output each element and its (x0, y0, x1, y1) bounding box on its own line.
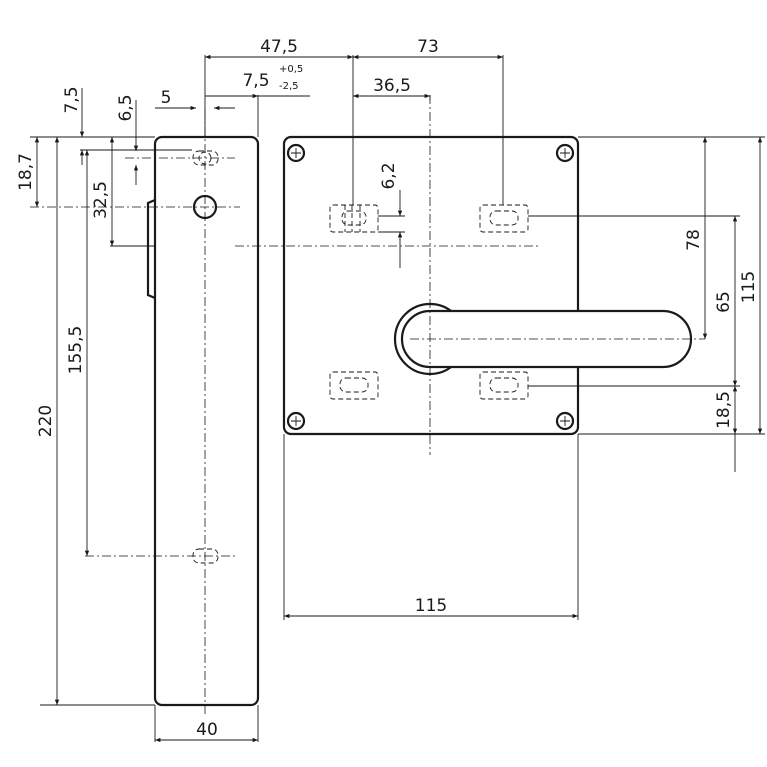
dim-label-78: 78 (684, 229, 704, 251)
dimension-lines (34, 54, 763, 743)
side-cam (146, 198, 156, 300)
dim-label-36-5: 36,5 (373, 76, 411, 96)
dim-label-115-bottom: 115 (415, 596, 447, 616)
spindle-hole (192, 194, 218, 220)
dim-label-155-5: 155,5 (66, 326, 86, 375)
top-screw-hole (198, 151, 212, 165)
dim-label-47-5: 47,5 (260, 37, 298, 57)
screw-bottom-left (286, 411, 306, 431)
narrow-plate-outline (153, 135, 260, 707)
dim-label-7-5-offset: 7,5 (242, 71, 269, 91)
dimension-labels: 47,5 73 36,5 7,5 +0,5 -2,5 5 7,5 6,5 18,… (16, 37, 759, 740)
dim-label-65: 65 (714, 291, 734, 313)
dim-label-7-5-top: 7,5 (62, 86, 82, 113)
screw-bottom-right (555, 411, 575, 431)
screw-top-right (555, 143, 575, 163)
dim-label-6-2: 6,2 (379, 162, 399, 189)
dim-label-115-right: 115 (739, 271, 759, 303)
dim-label-18-5: 18,5 (714, 391, 734, 429)
slot-bottom-right (479, 371, 529, 400)
bottom-screw-slot (192, 548, 219, 564)
slot-bottom-left (329, 371, 379, 400)
slot-top-right (479, 204, 529, 233)
screw-top-left (286, 143, 306, 163)
dim-label-73: 73 (417, 37, 439, 57)
slot-top-left (329, 204, 379, 233)
dim-tolerance-minus: -2,5 (279, 81, 299, 92)
square-rosette (235, 95, 705, 455)
dim-tolerance-plus: +0,5 (279, 64, 303, 75)
dim-label-6-5: 6,5 (116, 94, 136, 121)
dim-label-40: 40 (196, 720, 218, 740)
dim-label-18-7: 18,7 (16, 153, 36, 191)
dim-label-32-5: 32,5 (91, 181, 111, 219)
top-screw-slot (192, 150, 219, 166)
extension-lines (30, 55, 765, 742)
dim-label-220: 220 (36, 405, 56, 437)
rosette-outline (282, 135, 580, 436)
dim-label-5: 5 (161, 88, 172, 108)
narrow-plate (30, 110, 260, 715)
